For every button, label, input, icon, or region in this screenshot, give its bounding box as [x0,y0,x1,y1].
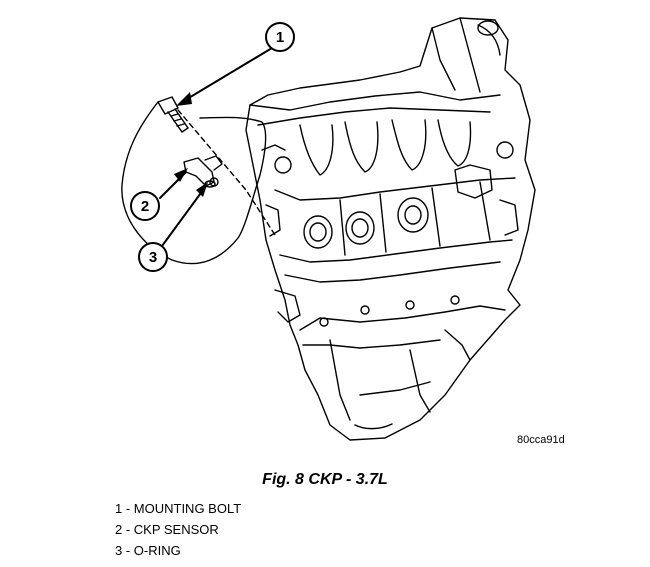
callout-3-circle [138,242,168,272]
callout-2-circle [130,191,160,221]
callout-3-number: 3 [149,249,157,266]
legend-item-mounting-bolt: 1 - MOUNTING BOLT [115,501,242,516]
callout-1-circle [265,22,295,52]
engine-block [245,17,536,441]
legend-item-ckp-sensor: 2 - CKP SENSOR [115,522,219,537]
callout-1-number: 1 [276,29,284,46]
callout-2-number: 2 [141,198,149,215]
callout-arrows [159,47,273,247]
figure-reference-code: 80cca91d [517,434,565,446]
detail-loop-outline [121,101,267,265]
arrow-head-3 [196,182,208,197]
figure-caption: Fig. 8 CKP - 3.7L [262,471,388,488]
engine-diagram: 1 2 3 [121,17,536,441]
alignment-dashed-line [177,109,276,236]
legend-list: 1 - MOUNTING BOLT 2 - CKP SENSOR 3 - O-R… [115,498,241,561]
mounting-bolt [157,96,189,133]
arrow-head-2 [174,168,188,182]
arrow-head-1 [176,92,192,106]
legend-item-o-ring: 3 - O-RING [115,543,181,558]
ckp-sensor [183,155,223,187]
